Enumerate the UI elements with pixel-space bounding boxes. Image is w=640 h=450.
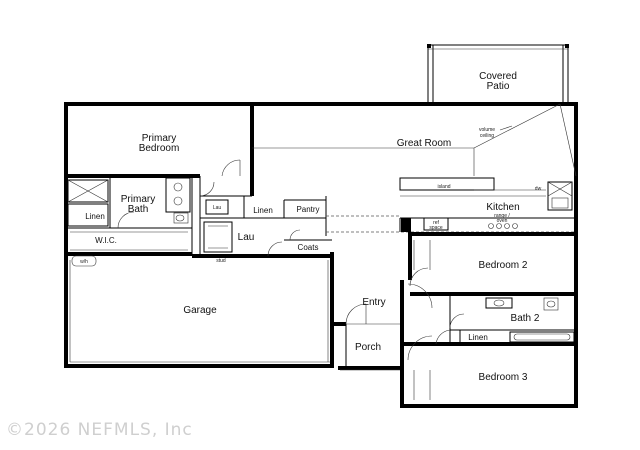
volume-ceiling-label-1: volume — [479, 127, 495, 133]
primary-bath-label-2: Bath — [128, 204, 149, 215]
watermark-copyright: ©2026 NEFMLS, Inc — [6, 420, 193, 440]
primary-bedroom: Primary Bedroom — [66, 104, 254, 197]
bath-2-label: Bath 2 — [511, 313, 540, 324]
laundry-block: Lau Lau Linen Pantry Coats stud — [192, 181, 332, 264]
pantry-label: Pantry — [296, 205, 319, 214]
laundry-label: Lau — [238, 232, 255, 243]
linen-1-label: Linen — [85, 212, 105, 221]
bedroom-2-label: Bedroom 2 — [479, 260, 528, 271]
ref-space-label-1: ref — [433, 220, 439, 226]
linen-3-label: Linen — [468, 333, 488, 342]
bath-2: Bath 2 Linen — [402, 294, 576, 346]
linen-2-label: Linen — [253, 206, 273, 215]
great-room-label: Great Room — [397, 138, 451, 149]
ref-space-label-2: space — [429, 225, 443, 231]
entry-label: Entry — [362, 297, 385, 308]
stud-label: stud — [216, 258, 226, 264]
primary-bedroom-label-2: Bedroom — [139, 143, 180, 154]
entry-porch: Entry Porch — [340, 283, 433, 371]
covered-patio: Covered Patio — [427, 44, 569, 104]
lau-small-label: Lau — [213, 205, 222, 211]
range-label-2: oven — [497, 218, 508, 224]
walk-in-closet: W.I.C. w/h — [66, 231, 192, 267]
garage-label: Garage — [183, 305, 217, 316]
exterior-walls — [64, 102, 578, 408]
bedroom-3: Bedroom 3 — [413, 370, 528, 400]
primary-bath: Linen Primary Bath — [66, 176, 193, 256]
covered-patio-label-1: Covered — [479, 71, 517, 82]
bedroom-3-label: Bedroom 3 — [479, 372, 528, 383]
wic-label: W.I.C. — [95, 236, 117, 245]
great-room: Great Room volume ceiling — [252, 103, 577, 177]
primary-bedroom-label-1: Primary — [142, 133, 176, 144]
dishwasher-label: dw — [535, 186, 542, 192]
island-label: island — [437, 184, 450, 190]
porch-label: Porch — [355, 342, 381, 353]
kitchen: island Kitchen dw ref space range / oven — [326, 177, 576, 233]
primary-bath-label-1: Primary — [121, 194, 155, 205]
volume-ceiling-label-2: ceiling — [480, 133, 494, 139]
bedroom-2: Bedroom 2 — [408, 232, 576, 296]
covered-patio-label-2: Patio — [487, 81, 510, 92]
water-heater-label: w/h — [80, 259, 88, 265]
coats-label: Coats — [298, 243, 319, 252]
range-label-1: range / — [494, 213, 510, 219]
kitchen-label: Kitchen — [486, 202, 519, 213]
garage: Garage — [69, 260, 329, 362]
